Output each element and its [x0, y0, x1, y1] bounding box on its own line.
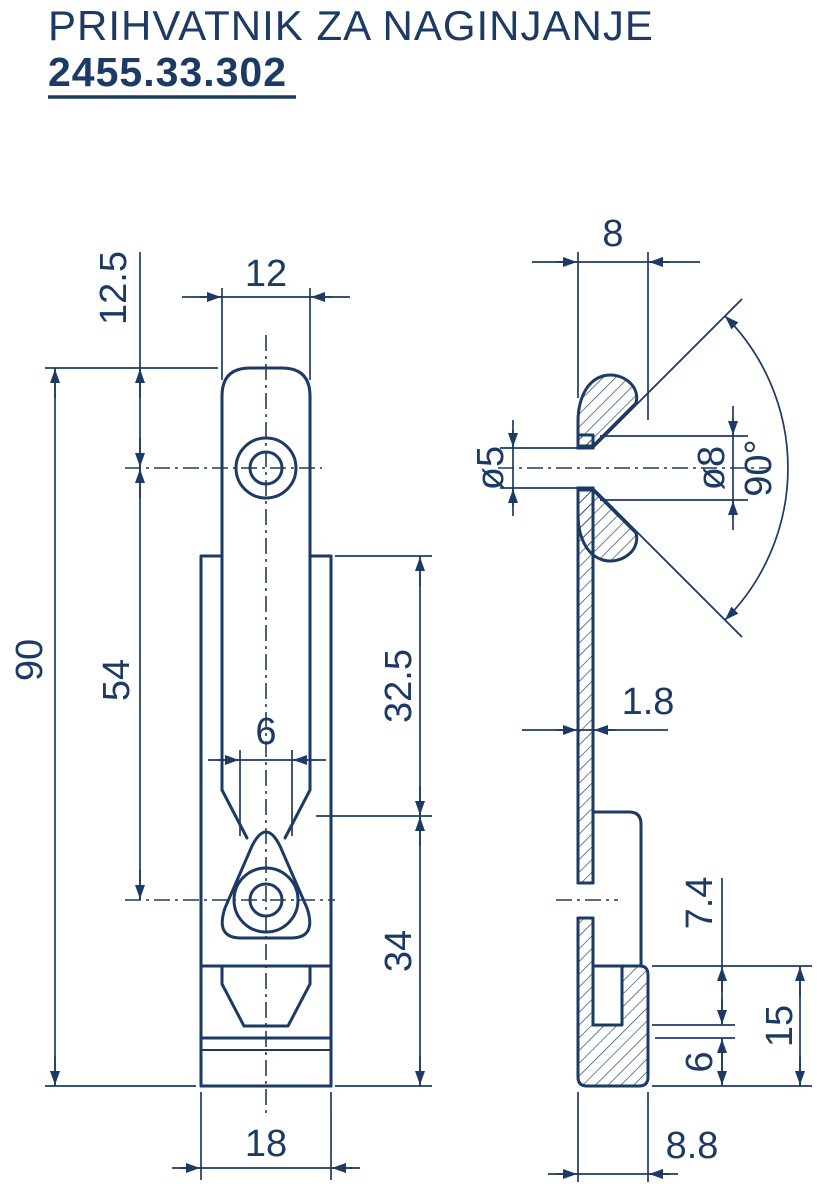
boss-triangle — [220, 830, 312, 940]
dim-top-offset: 12.5 — [93, 251, 135, 325]
angle-arc — [724, 315, 789, 621]
dim-hole-diameter: ø5 — [470, 446, 512, 490]
countersink-boss-upper — [576, 373, 639, 448]
front-arrows — [50, 292, 425, 1173]
side-view: 8 ø5 ø8 90° 1.8 7.4 15 6 8.8 — [470, 213, 812, 1182]
front-dimensions: 12.5 90 54 12 6 32.5 34 18 — [9, 251, 432, 1180]
part-number: 2455.33.302 — [48, 49, 287, 95]
dim-overall-length: 90 — [9, 639, 51, 681]
dim-foot-lip: 6 — [679, 1051, 721, 1072]
side-boss-block — [591, 810, 643, 968]
slot-left-edge — [220, 788, 249, 840]
dim-foot-height: 15 — [759, 1005, 801, 1047]
slot-right-edge — [283, 788, 312, 840]
front-view: 12.5 90 54 12 6 32.5 34 18 — [9, 251, 432, 1180]
side-dimensions: 8 ø5 ø8 90° 1.8 7.4 15 6 8.8 — [470, 213, 812, 1182]
drawing-title: PRIHVATNIK ZA NAGINJANJE — [48, 2, 654, 49]
dim-step-height: 7.4 — [679, 877, 721, 930]
dim-foot-depth: 8.8 — [666, 1125, 719, 1167]
dim-profile-width: 8 — [602, 213, 623, 255]
side-arrows — [508, 257, 805, 1179]
dim-lower-segment: 34 — [378, 930, 420, 972]
dim-hole-spacing: 54 — [96, 659, 138, 701]
dim-wall-thickness: 1.8 — [622, 681, 675, 723]
dim-countersink-angle: 90° — [738, 439, 780, 496]
title-block: PRIHVATNIK ZA NAGINJANJE 2455.33.302 — [48, 2, 654, 99]
countersink-cone-upper — [592, 298, 743, 449]
front-outline-right — [308, 554, 333, 1088]
dim-upper-segment: 32.5 — [378, 649, 420, 723]
dim-slot-width: 6 — [255, 711, 276, 753]
dim-countersink-diameter: ø8 — [691, 446, 733, 490]
dim-head-width: 12 — [245, 253, 287, 295]
dim-base-width: 18 — [245, 1123, 287, 1165]
countersink-boss-lower — [576, 488, 639, 563]
front-outline-left — [199, 554, 224, 1088]
countersink-cone-lower — [592, 487, 743, 638]
